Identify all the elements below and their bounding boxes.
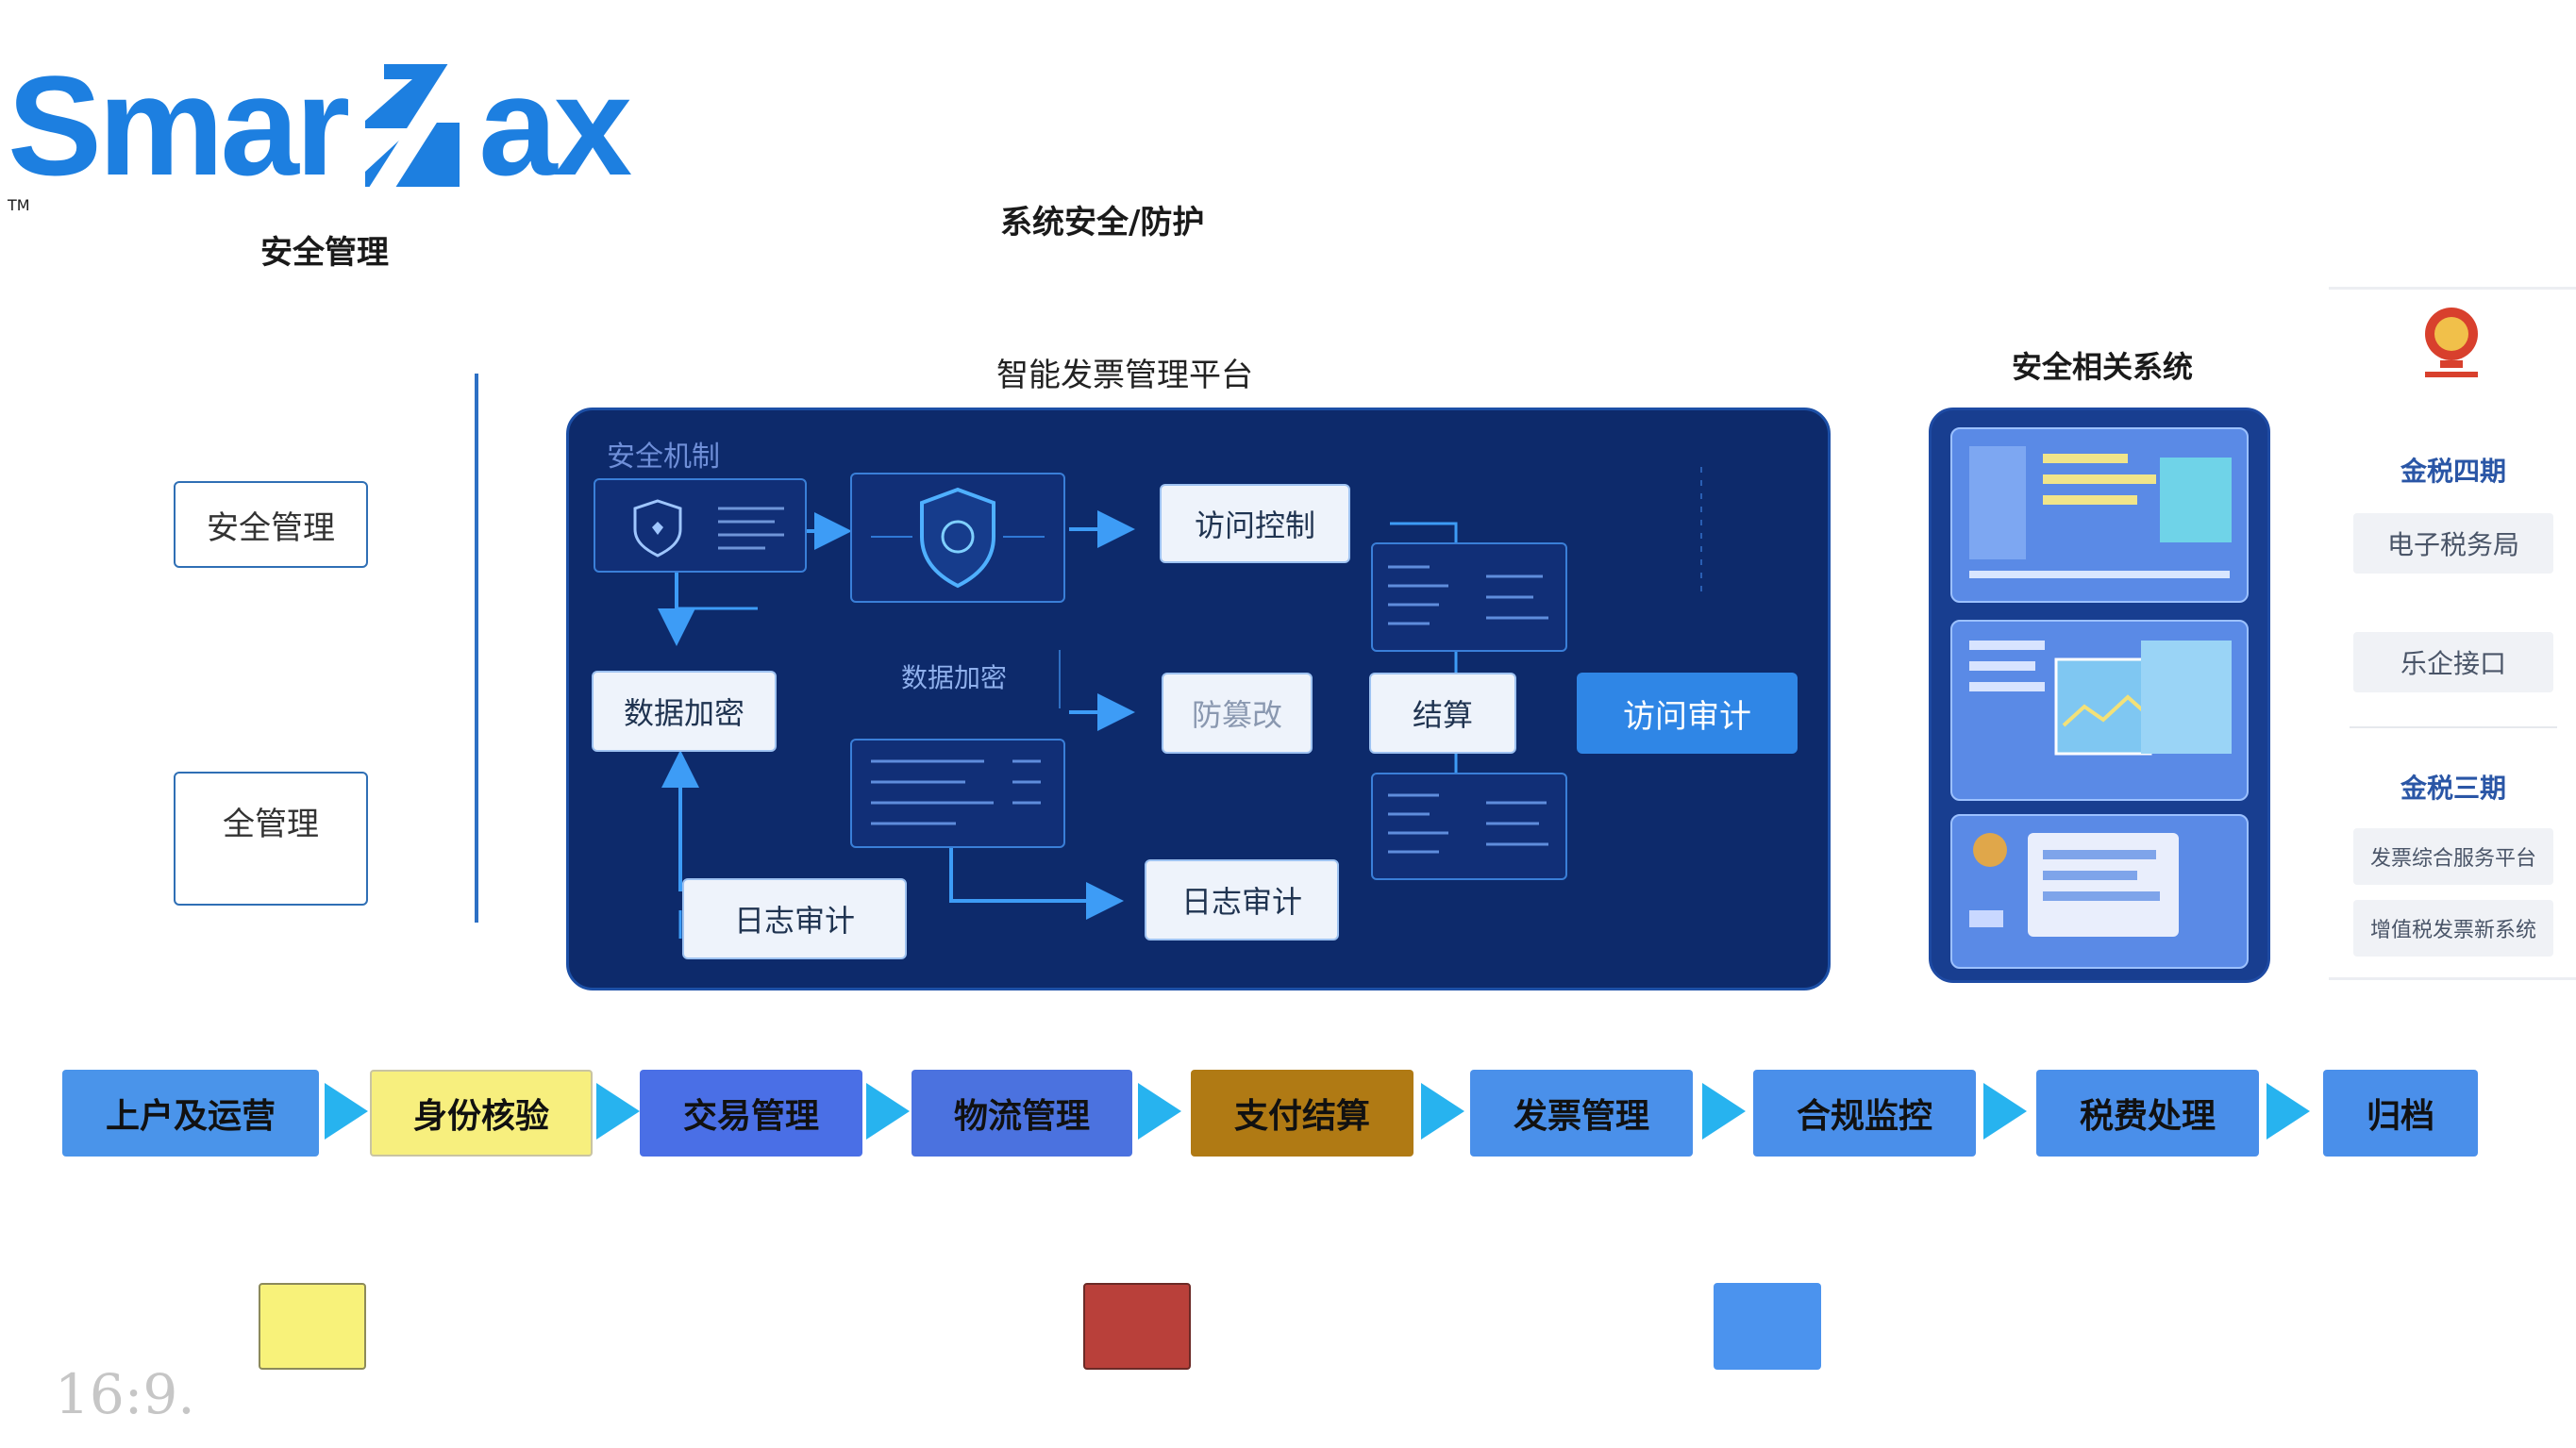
legend-square-blue (1714, 1283, 1821, 1370)
large-shield-icon (871, 487, 1045, 589)
e-tax-bureau-item[interactable]: 电子税务局 (2353, 513, 2553, 574)
node-log-audit-right[interactable]: 日志审计 (1145, 859, 1339, 940)
logo-text-left: Smar (8, 46, 350, 205)
flow-arrow-7 (1983, 1083, 2027, 1140)
node-access-audit[interactable]: 访问审计 (1577, 673, 1798, 754)
encryption-caption: 数据加密 (901, 662, 1008, 693)
flow-arrow-5 (1421, 1083, 1464, 1140)
logo-slash-mark (346, 55, 478, 196)
screen-dashboard-2 (1950, 620, 2249, 801)
right-column-top-divider (2329, 287, 2576, 290)
flow-step-payment-settlement[interactable]: 支付结算 (1191, 1070, 1413, 1157)
flow-arrow-3 (866, 1083, 910, 1140)
flow-step-logistics-management[interactable]: 物流管理 (912, 1070, 1132, 1157)
flow-arrow-6 (1702, 1083, 1746, 1140)
data-card-middle (850, 739, 1065, 848)
flow-step-compliance-monitoring[interactable]: 合规监控 (1753, 1070, 1976, 1157)
node-tamper-proof[interactable]: 防篡改 (1162, 673, 1313, 754)
panel-corner-label: 安全机制 (607, 441, 720, 474)
invoice-service-platform-item[interactable]: 发票综合服务平台 (2353, 828, 2553, 885)
flow-arrow-4 (1138, 1083, 1181, 1140)
leqi-interface-item[interactable]: 乐企接口 (2353, 632, 2553, 692)
related-systems-panel (1929, 408, 2270, 983)
data-card-upper (1371, 542, 1567, 652)
security-mechanism-panel: 安全机制 (566, 408, 1831, 990)
screen-dashboard-1 (1950, 427, 2249, 603)
node-access-control[interactable]: 访问控制 (1160, 484, 1350, 563)
vat-invoice-system-item[interactable]: 增值税发票新系统 (2353, 900, 2553, 957)
sidebar-box-security-management[interactable]: 安全管理 (174, 481, 368, 568)
golden-tax-4-title: 金税四期 (2400, 456, 2506, 487)
right-column-divider (2350, 726, 2557, 728)
data-card-lower (1371, 773, 1567, 880)
node-settlement[interactable]: 结算 (1369, 673, 1516, 754)
flow-step-archive[interactable]: 归档 (2323, 1070, 2478, 1157)
flow-arrow-1 (325, 1083, 368, 1140)
node-log-audit-left[interactable]: 日志审计 (682, 878, 907, 959)
sidebar-divider (475, 374, 478, 923)
flow-arrow-2 (596, 1083, 640, 1140)
encryption-shield-card (850, 473, 1065, 603)
flow-step-tax-processing[interactable]: 税费处理 (2036, 1070, 2259, 1157)
flow-arrow-8 (2267, 1083, 2310, 1140)
screen-dashboard-3 (1950, 814, 2249, 969)
sidebar-box-full-management[interactable]: 全管理 (174, 772, 368, 906)
golden-tax-3-title: 金税三期 (2400, 773, 2506, 804)
legend-square-yellow (259, 1283, 366, 1370)
left-section-title: 安全管理 (260, 234, 389, 272)
right-column-bottom-divider (2329, 977, 2576, 980)
flow-step-onboarding[interactable]: 上户及运营 (62, 1070, 319, 1157)
legend-square-red (1083, 1283, 1191, 1370)
shield-card (594, 478, 807, 573)
aspect-ratio-label: 16:9. (55, 1362, 195, 1426)
related-systems-title: 安全相关系统 (2012, 349, 2194, 385)
trademark-mark: TM (8, 196, 30, 214)
top-section-title: 系统安全/防护 (1000, 204, 1205, 241)
flow-step-invoice-management[interactable]: 发票管理 (1470, 1070, 1693, 1157)
flow-step-transaction-management[interactable]: 交易管理 (640, 1070, 862, 1157)
logo-text-right: ax (478, 46, 632, 205)
shield-icon (633, 499, 784, 558)
platform-title: 智能发票管理平台 (996, 357, 1253, 394)
node-data-encryption[interactable]: 数据加密 (592, 671, 777, 752)
flow-step-identity-verification[interactable]: 身份核验 (370, 1070, 593, 1157)
tax-emblem-icon (2416, 302, 2487, 387)
